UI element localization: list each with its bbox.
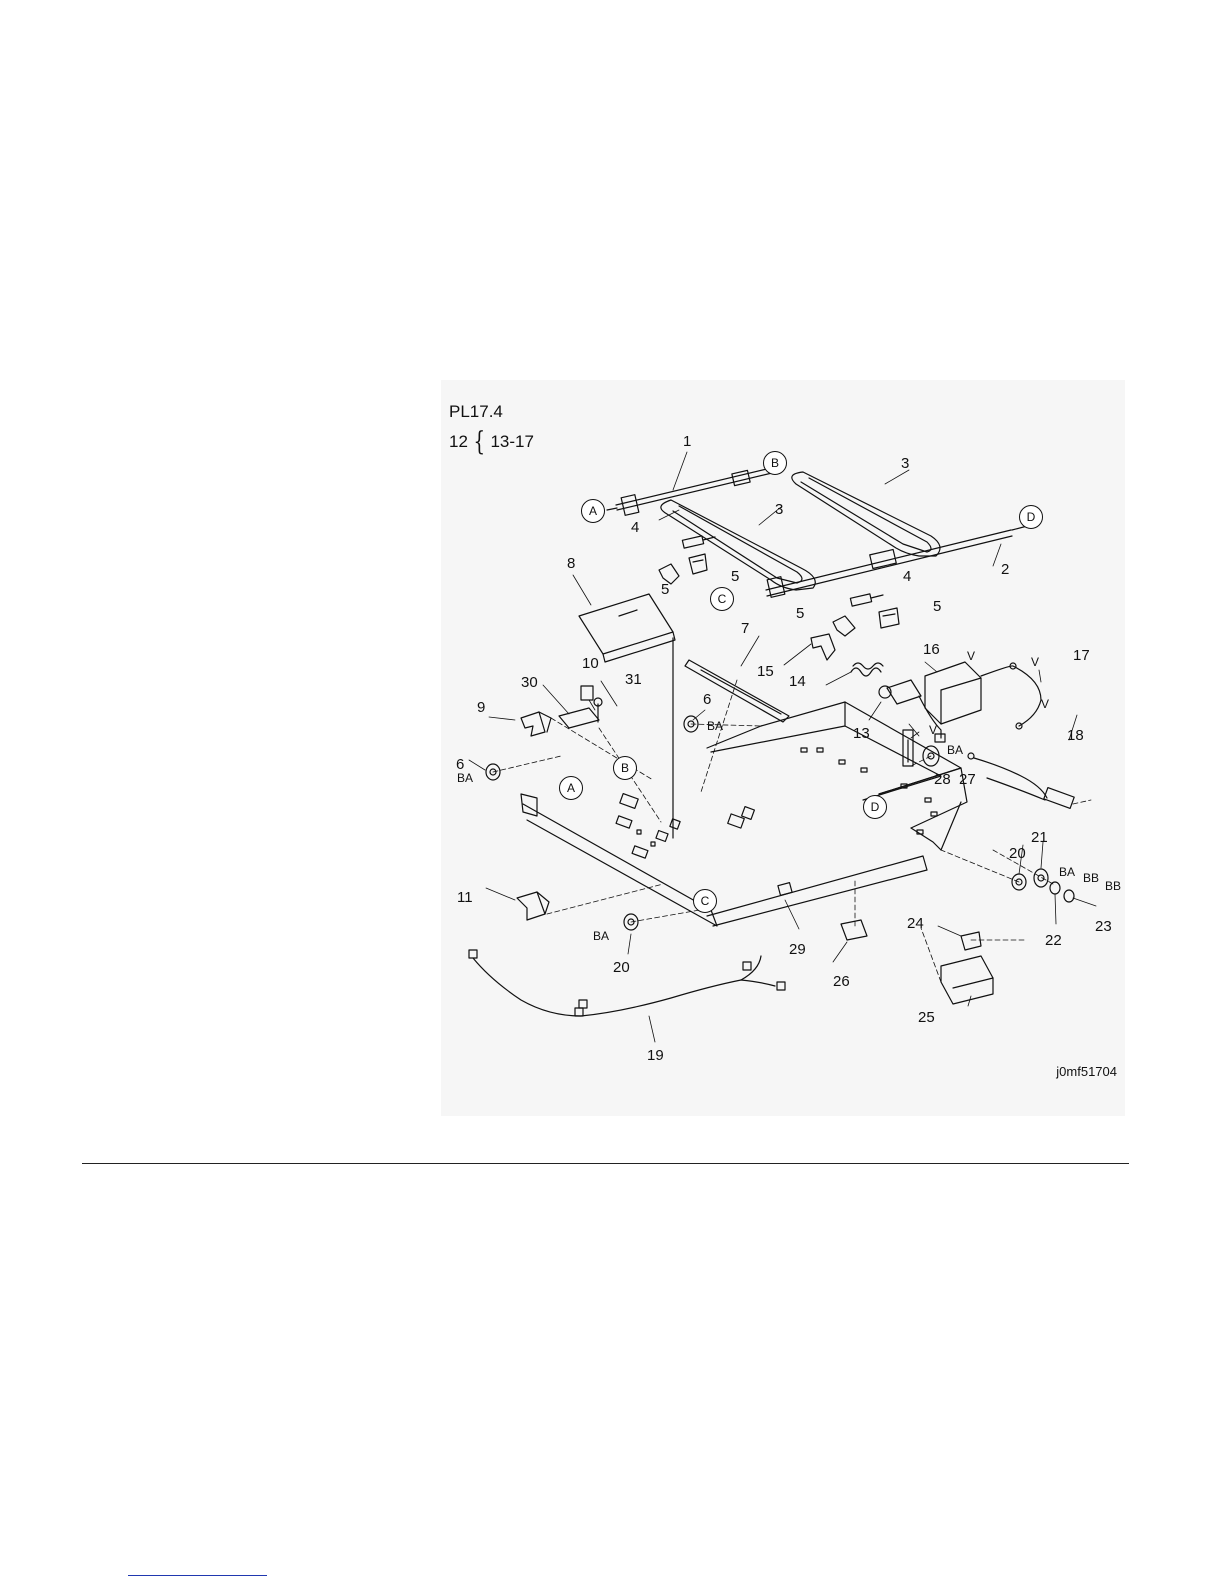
tag-v: V [967, 650, 975, 662]
brace-icon: { [473, 434, 485, 451]
sensor-11 [517, 892, 549, 920]
callout-22: 22 [1045, 933, 1062, 948]
spring-14 [851, 663, 883, 676]
callout-14: 14 [789, 674, 806, 689]
callout-3: 3 [901, 456, 909, 471]
callout-6: 6 [703, 692, 711, 707]
flag-26 [841, 920, 867, 940]
callout-2: 2 [1001, 562, 1009, 577]
tag-ba: BA [707, 720, 723, 732]
washer-22 [1050, 882, 1060, 894]
callout-5: 5 [933, 599, 941, 614]
callout-28: 28 [934, 772, 951, 787]
shaft-1 [607, 468, 772, 515]
callout-29: 29 [789, 942, 806, 957]
callout-23: 23 [1095, 919, 1112, 934]
gear-21 [1034, 869, 1048, 887]
callout-13: 13 [853, 726, 870, 741]
callout-11: 11 [457, 890, 473, 905]
clip-5c [833, 616, 855, 636]
callout-5: 5 [661, 582, 669, 597]
callout-26: 26 [833, 974, 850, 989]
callout-18: 18 [1067, 728, 1084, 743]
connector-a: A [559, 776, 583, 800]
connector-b: B [613, 756, 637, 780]
parts-list-title: PL17.4 [449, 402, 503, 422]
footer-link-underline[interactable] [128, 1575, 267, 1576]
callout-7: 7 [741, 621, 749, 636]
tag-bb: BB [1105, 880, 1121, 892]
tag-v: V [929, 724, 937, 736]
callout-4: 4 [631, 520, 639, 535]
main-frame-29 [521, 702, 967, 926]
leader-lines [469, 452, 1096, 1042]
tag-ba: BA [457, 772, 473, 784]
callout-8: 8 [567, 556, 575, 571]
callout-20: 20 [1009, 846, 1026, 861]
callout-17: 17 [1073, 648, 1090, 663]
tag-ba: BA [593, 930, 609, 942]
tag-ba: BA [947, 744, 963, 756]
callout-31: 31 [625, 672, 642, 687]
clip-5b [689, 554, 707, 574]
assembly-lines [493, 680, 1091, 982]
parts-diagram-figure: PL17.4 12 { 13-17 1 2 3 3 4 4 5 5 5 5 6 … [441, 380, 1125, 1116]
callout-21: 21 [1031, 830, 1048, 845]
callout-4: 4 [903, 569, 911, 584]
range-parent: 12 [449, 432, 468, 452]
callout-27: 27 [959, 772, 976, 787]
connector-c: C [710, 587, 734, 611]
clip-5d [879, 608, 899, 628]
actuator-10 [581, 686, 593, 700]
sensor-9 [521, 712, 551, 736]
bracket-30 [559, 708, 599, 728]
callout-1: 1 [683, 434, 691, 449]
callout-3: 3 [775, 502, 783, 517]
shaft-2 [766, 525, 1031, 597]
sensor-24 [961, 932, 981, 950]
parts-range-label: 12 { 13-17 [449, 432, 534, 452]
harness-17 [981, 663, 1041, 729]
callout-16: 16 [923, 642, 940, 657]
bracket-16 [925, 662, 981, 724]
connector-b: B [763, 451, 787, 475]
connector-a: A [581, 499, 605, 523]
connector-d: D [863, 795, 887, 819]
callout-5: 5 [796, 606, 804, 621]
callout-9: 9 [477, 700, 485, 715]
tag-v: V [1041, 698, 1049, 710]
callout-10: 10 [582, 656, 599, 671]
harness-18 [968, 753, 1074, 808]
figure-id: j0mf51704 [1056, 1064, 1117, 1079]
cover-8 [579, 594, 675, 838]
link-15 [811, 634, 835, 660]
tag-v: V [1031, 656, 1039, 668]
range-children: 13-17 [490, 432, 533, 452]
belt-3-right [792, 472, 940, 556]
bracket-25 [941, 956, 993, 1004]
callout-24: 24 [907, 916, 924, 931]
callout-15: 15 [757, 664, 774, 679]
pin-4b [850, 594, 883, 606]
tag-ba: BA [1059, 866, 1075, 878]
horizontal-divider [82, 1163, 1129, 1164]
callout-5: 5 [731, 569, 739, 584]
tag-bb: BB [1083, 872, 1099, 884]
connector-d: D [1019, 505, 1043, 529]
connector-c: C [693, 889, 717, 913]
callout-20: 20 [613, 960, 630, 975]
callout-19: 19 [647, 1048, 664, 1063]
callout-6: 6 [456, 757, 464, 772]
exploded-view-drawing [441, 380, 1125, 1116]
ring-23 [1064, 890, 1074, 902]
callout-25: 25 [918, 1010, 935, 1025]
callout-30: 30 [521, 675, 538, 690]
